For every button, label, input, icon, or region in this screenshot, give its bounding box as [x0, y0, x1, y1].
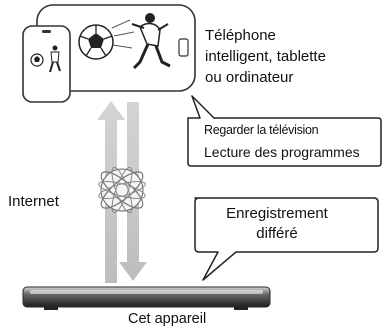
remote-bubble-line1: Regarder la télévision: [204, 123, 319, 137]
remote-bubble-line2: Lecture des programmes: [204, 144, 360, 160]
devices-label-line1: Téléphone: [205, 27, 276, 44]
devices-label-line3: ou ordinateur: [205, 69, 294, 86]
devices-label-line2: intelligent, tablette: [205, 48, 326, 65]
network-label: Internet: [8, 193, 59, 210]
tablet-icon: [36, 4, 196, 92]
recording-bubble-line2: différé: [256, 225, 298, 242]
recording-bubble-text: Enregistrement différé: [202, 204, 352, 244]
soccer-ball-icon: [78, 24, 114, 60]
smartphone-icon: [22, 25, 71, 103]
network-globe-icon: [98, 166, 146, 214]
recording-bubble-line1: Enregistrement: [226, 205, 328, 222]
device-label: Cet appareil: [128, 311, 207, 327]
remote-viewing-bubble: [187, 95, 382, 167]
recording-bubble: [194, 197, 379, 281]
soccer-player-icon: [131, 13, 171, 70]
devices-label: Téléphone intelligent, tablette ou ordin…: [205, 25, 326, 88]
recorder-icon: [22, 286, 271, 310]
remote-bubble-text: Regarder la télévision Lecture des progr…: [204, 119, 360, 163]
